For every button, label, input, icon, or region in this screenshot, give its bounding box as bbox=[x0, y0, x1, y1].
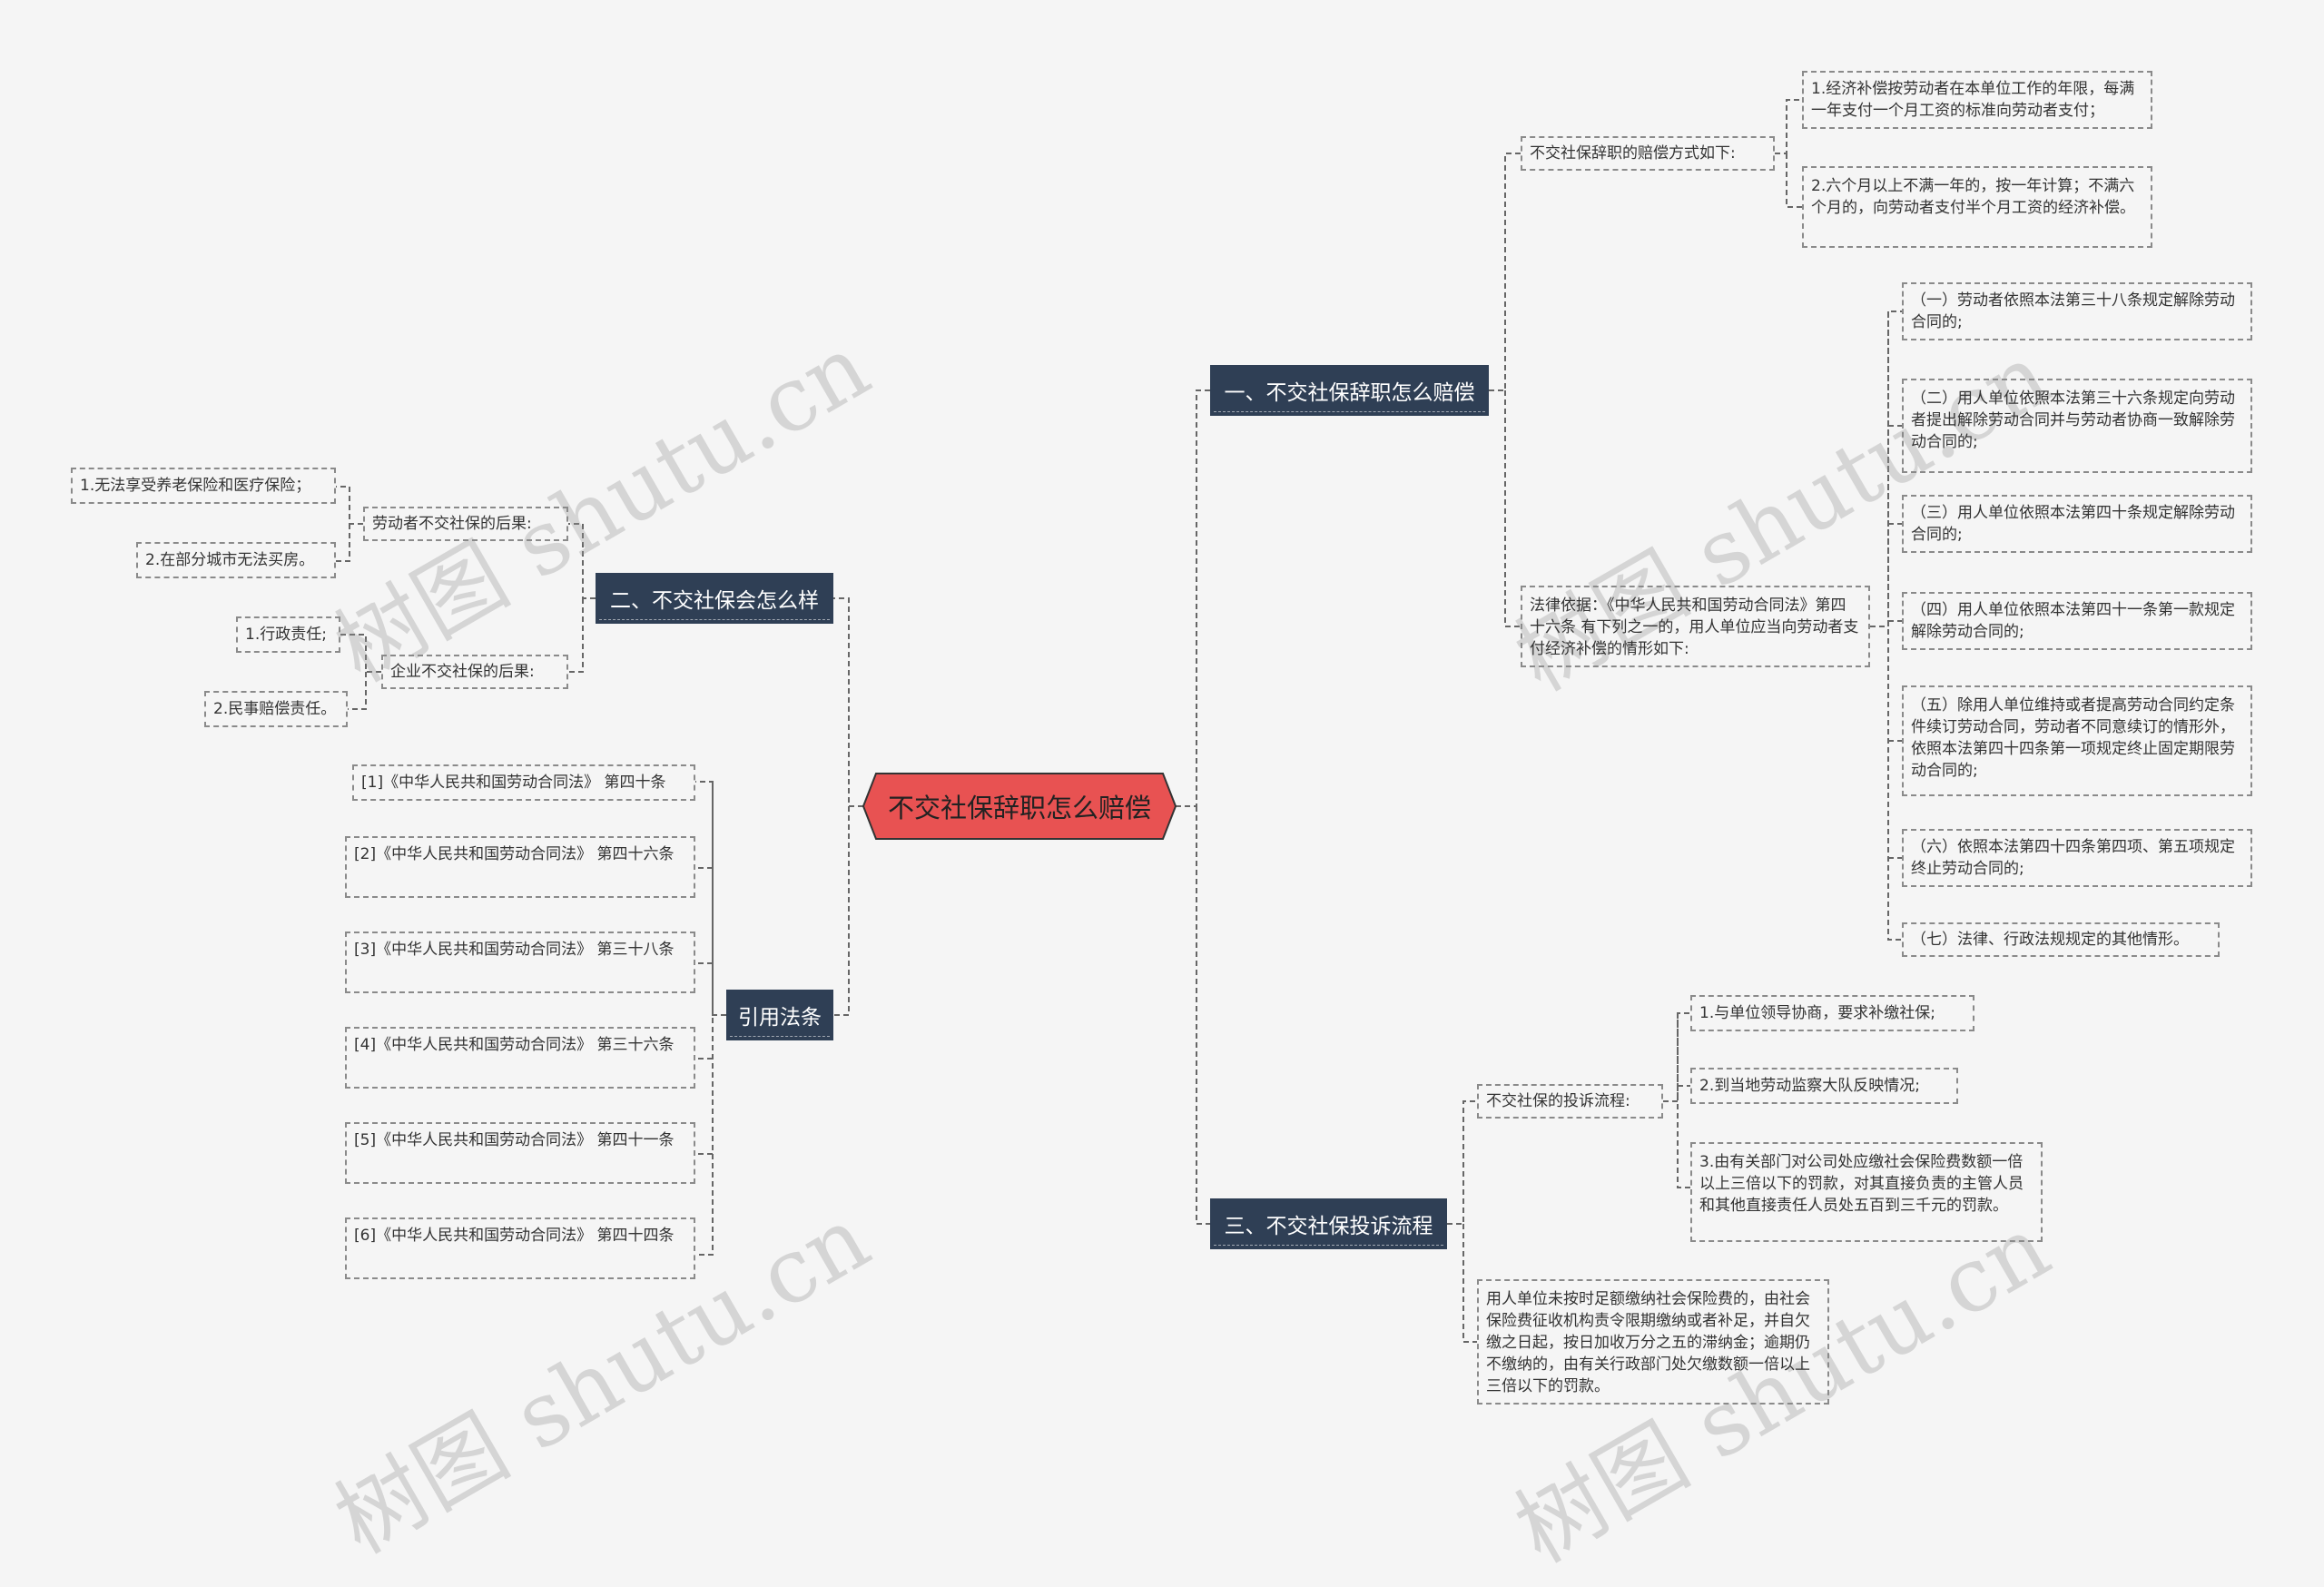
company-consequence-item[interactable]: 1.行政责任; bbox=[236, 616, 340, 653]
branch-compensation[interactable]: 一、不交社保辞职怎么赔偿 bbox=[1210, 365, 1489, 416]
citation-item-text: [2]《中华人民共和国劳动合同法》 第四十六条 bbox=[354, 845, 675, 863]
company-consequence-text: 企业不交社保的后果: bbox=[390, 663, 535, 681]
complaint-step-text: 3.由有关部门对公司处应缴社会保险费数额一倍以上三倍以下的罚款，对其直接负责的主… bbox=[1699, 1153, 2024, 1215]
late-payment-penalty-text: 用人单位未按时足额缴纳社会保险费的，由社会保险费征收机构责令限期缴纳或者补足，并… bbox=[1486, 1290, 1810, 1395]
branch-cited-laws-label: 引用法条 bbox=[738, 1006, 822, 1030]
citation-item-text: [3]《中华人民共和国劳动合同法》 第三十八条 bbox=[354, 941, 675, 959]
legal-basis-item[interactable]: （七）法律、行政法规规定的其他情形。 bbox=[1902, 922, 2220, 957]
legal-basis-item-text: （一）劳动者依照本法第三十八条规定解除劳动合同的; bbox=[1911, 291, 2235, 331]
legal-basis-item[interactable]: （六）依照本法第四十四条第四项、第五项规定终止劳动合同的; bbox=[1902, 829, 2252, 887]
legal-basis-item-text: （七）法律、行政法规规定的其他情形。 bbox=[1911, 931, 2189, 949]
complaint-process-text: 不交社保的投诉流程: bbox=[1486, 1092, 1630, 1110]
complaint-step-text: 2.到当地劳动监察大队反映情况; bbox=[1699, 1077, 1920, 1095]
legal-basis-item[interactable]: （一）劳动者依照本法第三十八条规定解除劳动合同的; bbox=[1902, 282, 2252, 340]
legal-basis-item-text: （六）依照本法第四十四条第四项、第五项规定终止劳动合同的; bbox=[1911, 838, 2235, 878]
citation-item[interactable]: [6]《中华人民共和国劳动合同法》 第四十四条 bbox=[345, 1217, 695, 1279]
worker-consequence-label[interactable]: 劳动者不交社保的后果: bbox=[363, 507, 568, 541]
root-topic[interactable]: 不交社保辞职怎么赔偿 bbox=[863, 774, 1176, 839]
complaint-process-label[interactable]: 不交社保的投诉流程: bbox=[1477, 1084, 1663, 1119]
worker-consequence-item-text: 2.在部分城市无法买房。 bbox=[145, 551, 315, 569]
connector-lines bbox=[336, 99, 1902, 1343]
legal-basis-item-text: （五）除用人单位维持或者提高劳动合同约定条件续订劳动合同，劳动者不同意续订的情形… bbox=[1911, 696, 2235, 780]
legal-basis-item[interactable]: （三）用人单位依照本法第四十条规定解除劳动合同的; bbox=[1902, 495, 2252, 553]
citation-item[interactable]: [2]《中华人民共和国劳动合同法》 第四十六条 bbox=[345, 836, 695, 898]
citation-item-text: [4]《中华人民共和国劳动合同法》 第三十六条 bbox=[354, 1036, 675, 1054]
legal-basis-item[interactable]: （五）除用人单位维持或者提高劳动合同约定条件续订劳动合同，劳动者不同意续订的情形… bbox=[1902, 685, 2252, 796]
legal-basis-item-text: （二）用人单位依照本法第三十六条规定向劳动者提出解除劳动合同并与劳动者协商一致解… bbox=[1911, 389, 2235, 451]
citation-item[interactable]: [4]《中华人民共和国劳动合同法》 第三十六条 bbox=[345, 1027, 695, 1089]
legal-basis-text: 法律依据：《中华人民共和国劳动合同法》第四十六条 有下列之一的，用人单位应当向劳… bbox=[1530, 596, 1859, 658]
citation-item-text: [6]《中华人民共和国劳动合同法》 第四十四条 bbox=[354, 1227, 675, 1245]
citation-item[interactable]: [1]《中华人民共和国劳动合同法》 第四十条 bbox=[352, 764, 695, 801]
branch-consequences-label: 二、不交社保会怎么样 bbox=[610, 589, 819, 613]
complaint-step[interactable]: 2.到当地劳动监察大队反映情况; bbox=[1690, 1068, 1958, 1104]
citation-item-text: [1]《中华人民共和国劳动合同法》 第四十条 bbox=[361, 774, 666, 792]
branch-complaint-process[interactable]: 三、不交社保投诉流程 bbox=[1210, 1198, 1447, 1249]
legal-basis-label[interactable]: 法律依据：《中华人民共和国劳动合同法》第四十六条 有下列之一的，用人单位应当向劳… bbox=[1521, 586, 1870, 667]
worker-consequence-item-text: 1.无法享受养老保险和医疗保险； bbox=[80, 477, 311, 495]
citation-item[interactable]: [3]《中华人民共和国劳动合同法》 第三十八条 bbox=[345, 932, 695, 993]
compensation-method-text: 不交社保辞职的赔偿方式如下: bbox=[1530, 144, 1736, 163]
branch-complaint-process-label: 三、不交社保投诉流程 bbox=[1224, 1215, 1433, 1238]
compensation-method-label[interactable]: 不交社保辞职的赔偿方式如下: bbox=[1521, 136, 1775, 171]
company-consequence-item-text: 2.民事赔偿责任。 bbox=[213, 700, 337, 718]
legal-basis-item-text: （四）用人单位依照本法第四十一条第一款规定解除劳动合同的; bbox=[1911, 601, 2235, 641]
citation-item[interactable]: [5]《中华人民共和国劳动合同法》 第四十一条 bbox=[345, 1122, 695, 1184]
compensation-item[interactable]: 1.经济补偿按劳动者在本单位工作的年限，每满一年支付一个月工资的标准向劳动者支付… bbox=[1802, 71, 2152, 129]
citation-item-text: [5]《中华人民共和国劳动合同法》 第四十一条 bbox=[354, 1131, 675, 1149]
worker-consequence-item[interactable]: 2.在部分城市无法买房。 bbox=[136, 542, 336, 578]
legal-basis-item-text: （三）用人单位依照本法第四十条规定解除劳动合同的; bbox=[1911, 504, 2235, 544]
worker-consequence-item[interactable]: 1.无法享受养老保险和医疗保险； bbox=[71, 468, 336, 504]
compensation-item-text: 2.六个月以上不满一年的，按一年计算；不满六个月的，向劳动者支付半个月工资的经济… bbox=[1811, 177, 2135, 217]
compensation-item-text: 1.经济补偿按劳动者在本单位工作的年限，每满一年支付一个月工资的标准向劳动者支付… bbox=[1811, 80, 2135, 120]
complaint-step[interactable]: 1.与单位领导协商，要求补缴社保; bbox=[1690, 995, 1974, 1031]
compensation-item[interactable]: 2.六个月以上不满一年的，按一年计算；不满六个月的，向劳动者支付半个月工资的经济… bbox=[1802, 166, 2152, 248]
company-consequence-label[interactable]: 企业不交社保的后果: bbox=[381, 655, 568, 689]
root-topic-label: 不交社保辞职怎么赔偿 bbox=[887, 793, 1151, 823]
complaint-step-text: 1.与单位领导协商，要求补缴社保; bbox=[1699, 1004, 1935, 1022]
worker-consequence-text: 劳动者不交社保的后果: bbox=[372, 515, 532, 533]
branch-compensation-label: 一、不交社保辞职怎么赔偿 bbox=[1224, 381, 1475, 405]
late-payment-penalty[interactable]: 用人单位未按时足额缴纳社会保险费的，由社会保险费征收机构责令限期缴纳或者补足，并… bbox=[1477, 1279, 1829, 1405]
company-consequence-item[interactable]: 2.民事赔偿责任。 bbox=[204, 691, 348, 727]
legal-basis-item[interactable]: （二）用人单位依照本法第三十六条规定向劳动者提出解除劳动合同并与劳动者协商一致解… bbox=[1902, 379, 2252, 473]
company-consequence-item-text: 1.行政责任; bbox=[245, 626, 327, 644]
branch-cited-laws[interactable]: 引用法条 bbox=[726, 990, 833, 1040]
branch-consequences[interactable]: 二、不交社保会怎么样 bbox=[596, 573, 833, 624]
legal-basis-item[interactable]: （四）用人单位依照本法第四十一条第一款规定解除劳动合同的; bbox=[1902, 592, 2252, 650]
complaint-step[interactable]: 3.由有关部门对公司处应缴社会保险费数额一倍以上三倍以下的罚款，对其直接负责的主… bbox=[1690, 1142, 2043, 1242]
